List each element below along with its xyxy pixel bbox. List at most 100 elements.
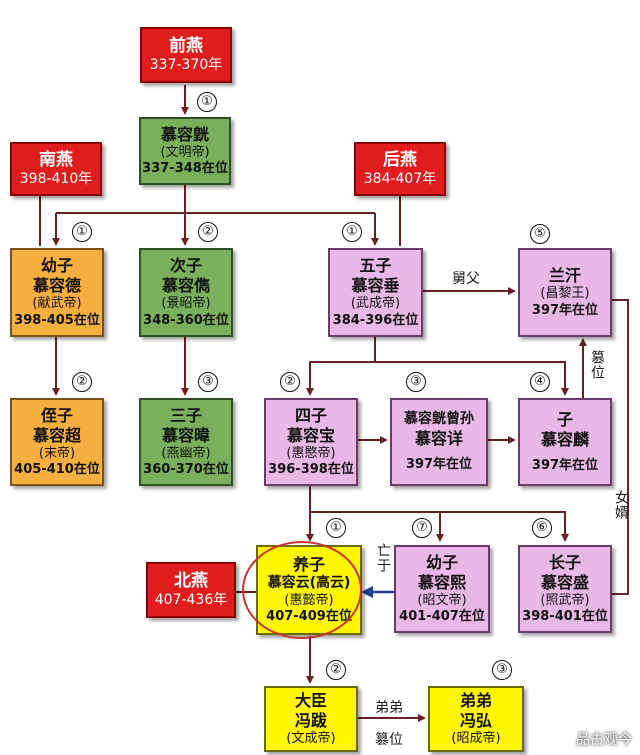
person-title: (文明帝): [160, 144, 210, 160]
order-number: ③: [492, 660, 512, 680]
person-reign: 396-398在位: [268, 462, 354, 477]
node-feng-hong: 弟弟 冯弘 (昭成帝): [428, 686, 524, 752]
person-title: (昌黎王): [540, 286, 590, 302]
person-name: 慕容熙: [417, 572, 466, 592]
node-murong-xi: 幼子 慕容熙 (昭文帝) 401-407在位: [394, 545, 490, 633]
edge-lanhan-sheng: [612, 299, 629, 595]
node-murong-xiang: 慕容皝曾孙 慕容详 397年在位: [390, 398, 488, 486]
person-name: 慕容垂: [351, 276, 400, 296]
person-name: 慕容盛: [540, 572, 589, 592]
order-number: ①: [342, 222, 362, 242]
person-relation: 四子: [294, 405, 327, 425]
state-years: 384-407年: [363, 170, 437, 187]
person-name: 慕容详: [414, 428, 463, 448]
highlight-circle: [242, 541, 362, 639]
state-name: 前燕: [169, 35, 203, 56]
person-relation: 三子: [169, 405, 202, 425]
person-name: 慕容超: [32, 425, 81, 445]
state-years: 337-370年: [149, 56, 223, 73]
edge-label-brother: 弟弟: [375, 700, 403, 716]
person-relation: 慕容皝曾孙: [404, 411, 474, 428]
node-murong-chao: 侄子 慕容超 (末帝) 405-410在位: [10, 398, 104, 486]
person-title: (末帝): [38, 445, 76, 461]
edge-chui-bar: [306, 337, 376, 396]
node-murong-chui: 五子 慕容垂 (武成帝) 384-396在位: [328, 248, 423, 337]
state-years: 398-410年: [19, 170, 93, 187]
edge-label-uncle: 舅父: [452, 271, 480, 287]
person-reign: 384-396在位: [332, 312, 419, 328]
person-reign: 360-370在位: [143, 462, 229, 477]
person-reign: 397年在位: [531, 302, 599, 318]
edge-label-son-in-law: 女婿: [613, 490, 629, 520]
state-box-houyan: 后燕 384-407年: [354, 142, 446, 196]
person-name: 慕容德: [32, 276, 81, 296]
person-relation: 幼子: [40, 256, 73, 276]
edge-label-usurp: 篡位: [589, 350, 605, 380]
node-murong-bao: 四子 慕容宝 (惠愍帝) 396-398在位: [264, 398, 358, 486]
person-title: (昭成帝): [451, 730, 501, 746]
person-reign: 397年在位: [405, 456, 473, 472]
person-reign: 397年在位: [531, 457, 599, 473]
state-box-nanyan: 南燕 398-410年: [10, 142, 102, 196]
order-number: ②: [326, 660, 346, 680]
person-reign: 398-405在位: [14, 312, 100, 328]
order-number: ①: [326, 518, 346, 538]
edge-bao-bar: [310, 511, 569, 542]
person-title: (文成帝): [286, 730, 336, 746]
node-feng-ba: 大臣 冯跋 (文成帝): [264, 686, 358, 752]
order-number: ⑦: [412, 518, 432, 538]
person-relation: 次子: [169, 256, 202, 276]
person-reign: 337-348在位: [142, 161, 228, 176]
person-title: (惠愍帝): [286, 445, 336, 461]
order-number: ②: [72, 372, 92, 392]
person-title: (燕幽帝): [161, 445, 211, 461]
person-title: (武成帝): [350, 296, 401, 312]
person-reign: 348-360在位: [143, 312, 229, 328]
person-relation: 弟弟: [459, 690, 492, 710]
person-reign: 398-401在位: [522, 609, 608, 624]
person-name: 慕容皝: [160, 124, 209, 144]
state-name: 南燕: [39, 149, 73, 170]
person-reign: 405-410在位: [14, 462, 100, 477]
state-name: 北燕: [174, 570, 208, 591]
person-relation: 幼子: [425, 552, 458, 572]
person-name: 慕容麟: [540, 429, 589, 449]
person-name: 慕容儁: [161, 276, 210, 296]
order-number: ①: [197, 92, 217, 112]
state-box-beiyan: 北燕 407-436年: [146, 562, 236, 618]
person-title: (照武帝): [540, 592, 590, 608]
person-relation: 子: [556, 409, 573, 429]
person-name: 冯跋: [294, 710, 327, 730]
person-relation: 大臣: [294, 690, 327, 710]
state-box-qianyan: 前燕 337-370年: [140, 27, 232, 83]
node-murong-sheng: 长子 慕容盛 (照武帝) 398-401在位: [518, 545, 612, 633]
person-relation: 长子: [548, 552, 581, 572]
person-name: 慕容宝: [286, 425, 335, 445]
order-number: ⑤: [530, 224, 550, 244]
person-title: (景昭帝): [161, 296, 211, 312]
node-murong-wei: 三子 慕容暐 (燕幽帝) 360-370在位: [139, 398, 233, 486]
edge-chui-lin: [375, 361, 569, 396]
order-number: ⑥: [532, 518, 552, 538]
state-years: 407-436年: [154, 591, 228, 608]
order-number: ③: [198, 372, 218, 392]
node-murong-lin: 子 慕容麟 397年在位: [518, 398, 612, 486]
person-name: 慕容暐: [161, 425, 210, 445]
person-title: (献武帝): [32, 296, 82, 312]
person-relation: 侄子: [40, 405, 73, 425]
order-number: ③: [406, 372, 426, 392]
order-number: ①: [72, 222, 92, 242]
person-reign: 401-407在位: [399, 609, 485, 624]
edge-label-usurp-2: 篡位: [375, 732, 403, 748]
watermark: 品古观今: [576, 732, 632, 748]
person-relation: 五子: [359, 256, 392, 276]
node-murong-jun: 次子 慕容儁 (景昭帝) 348-360在位: [139, 248, 233, 337]
person-title: (昭文帝): [417, 592, 467, 608]
person-name: 兰汗: [548, 266, 581, 286]
order-number: ④: [530, 372, 550, 392]
order-number: ②: [198, 222, 218, 242]
node-murong-de: 幼子 慕容德 (献武帝) 398-405在位: [10, 248, 104, 337]
state-name: 后燕: [383, 149, 417, 170]
edge-label-killed: 亡于: [375, 543, 391, 573]
